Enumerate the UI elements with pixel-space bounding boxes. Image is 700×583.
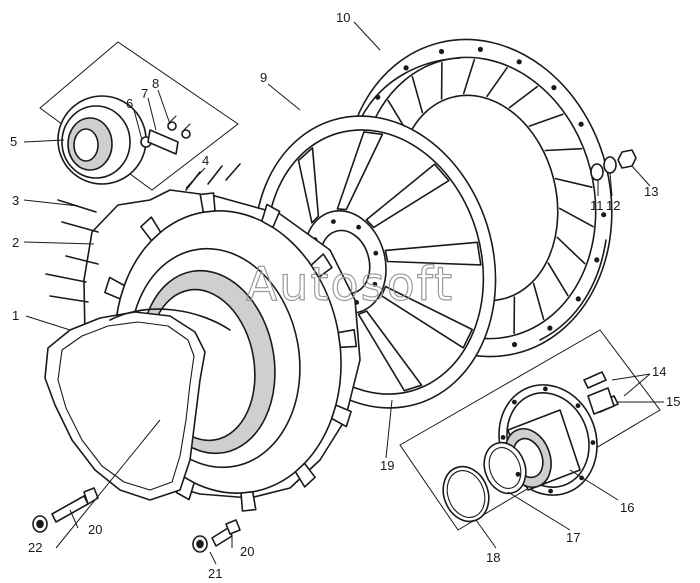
callout-13: 13	[644, 184, 658, 199]
seal-ring-group-5-8	[39, 41, 239, 191]
pump-spoke	[357, 310, 423, 392]
bolt-washer-parts-20-22	[32, 487, 241, 553]
bolt-hole	[403, 65, 409, 71]
turbine-blade	[556, 236, 586, 265]
hub-hole	[331, 219, 336, 225]
hub-bolt-hole	[548, 488, 553, 494]
housing-rib	[104, 276, 126, 300]
stud	[45, 273, 87, 283]
callout-8: 8	[152, 76, 159, 91]
housing-rib	[294, 462, 316, 488]
callout-4: 4	[202, 153, 209, 168]
pump-spoke	[297, 147, 320, 224]
pump-spoke	[384, 241, 482, 266]
housing-rib	[240, 491, 257, 512]
callout-labels: 1 2 3 4 5 6 7 8 9 10 11 12 13 14 15 16 1…	[10, 10, 680, 581]
callout-12: 12	[606, 198, 620, 213]
hub-bolt-hole	[575, 403, 581, 409]
callout-20b: 20	[240, 544, 254, 559]
hub-hole	[372, 281, 378, 287]
turbine-blade	[462, 58, 476, 95]
hub-hole	[356, 224, 361, 230]
callout-19: 19	[380, 458, 394, 473]
callout-18: 18	[486, 550, 500, 565]
bolt-hole	[438, 48, 445, 55]
bolt-hole	[511, 341, 518, 348]
turbine-blade	[558, 207, 594, 228]
hub-bolt-hole	[543, 386, 548, 392]
bolt-hole	[547, 325, 553, 331]
housing-rib	[140, 216, 162, 242]
housing-rib	[261, 203, 281, 229]
housing-rib	[199, 192, 216, 213]
callout-11: 11	[590, 198, 604, 213]
callout-1: 1	[12, 308, 19, 323]
callout-14: 14	[652, 364, 666, 379]
gasket-part-1	[44, 308, 231, 501]
leader-lines	[23, 21, 664, 565]
stud	[49, 295, 89, 303]
stud	[225, 163, 241, 181]
callout-10: 10	[336, 10, 350, 25]
turbine-blade	[554, 177, 593, 188]
turbine-blade	[532, 282, 545, 320]
hub-group-14-18	[399, 329, 661, 531]
hub-bolt-hole	[512, 399, 517, 405]
callout-7: 7	[141, 86, 148, 101]
callout-5: 5	[10, 134, 17, 149]
housing-rib	[337, 329, 358, 349]
hub-hole	[373, 250, 379, 256]
bolt-hole	[594, 257, 600, 263]
stud	[207, 165, 223, 185]
turbine-blade	[547, 262, 569, 297]
hub-bolt-hole	[515, 471, 521, 477]
bolt-hole	[578, 121, 584, 127]
callout-21: 21	[208, 566, 222, 581]
callout-20a: 20	[88, 522, 102, 537]
callout-17: 17	[566, 530, 580, 545]
washer-nut-parts-11-13	[590, 149, 637, 181]
bolt-hole	[575, 296, 581, 302]
turbine-blade	[544, 147, 583, 152]
pump-spoke	[380, 285, 473, 349]
callout-16: 16	[620, 500, 634, 515]
bolt-hole	[601, 212, 607, 218]
callout-6: 6	[126, 96, 133, 111]
turbine-blade	[508, 85, 539, 109]
callout-9: 9	[260, 70, 267, 85]
turbine-blade	[486, 67, 508, 98]
housing-rib	[310, 253, 333, 279]
callout-22: 22	[28, 540, 42, 555]
stud	[65, 255, 99, 265]
hub-bolt-hole	[590, 440, 596, 445]
bolt-hole	[477, 46, 483, 53]
callout-3: 3	[12, 193, 19, 208]
bolt-hole	[516, 59, 522, 65]
housing-rib	[330, 404, 352, 428]
hub-bolt-hole	[500, 435, 506, 440]
turbine-blade	[411, 76, 424, 114]
pump-spoke	[365, 163, 450, 229]
callout-15: 15	[666, 394, 680, 409]
watermark-logo: Autosoft	[246, 257, 454, 311]
bolt-hole	[551, 85, 557, 91]
turbine-blade	[528, 113, 564, 127]
stud	[61, 221, 99, 233]
callout-2: 2	[12, 235, 19, 250]
pump-spoke	[336, 131, 384, 211]
